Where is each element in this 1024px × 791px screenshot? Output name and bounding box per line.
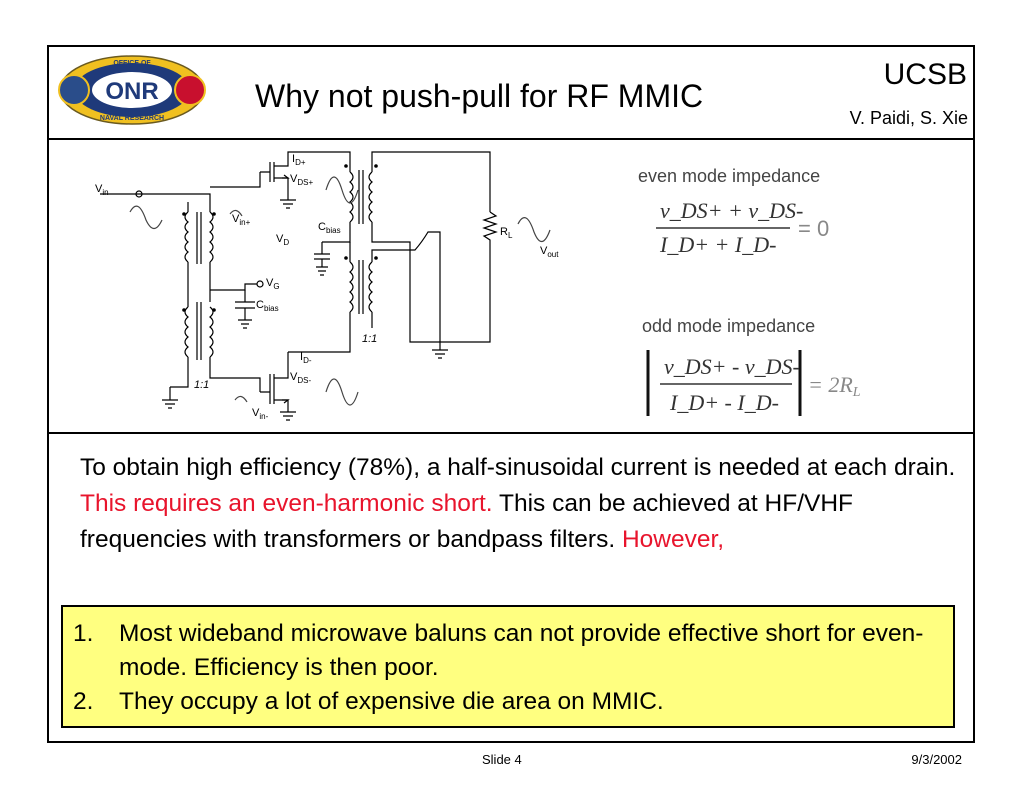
label-vd: VD: [276, 233, 289, 247]
highlight-even-harmonic: This requires an even-harmonic short.: [80, 490, 493, 517]
label-cbias-1: Cbias: [256, 299, 279, 313]
highlight-however: However,: [621, 526, 725, 553]
label-vg: VG: [266, 277, 280, 291]
slide-frame: [47, 45, 975, 743]
label-vds-plus: VDS+: [290, 173, 313, 187]
body-paragraph: To obtain high efficiency (78%), a half-…: [80, 454, 956, 553]
label-vin-plus: Vin+: [232, 213, 251, 227]
footer-date: 9/3/2002: [911, 752, 962, 767]
label-vout: Vout: [540, 245, 559, 259]
list-item: 2.They occupy a lot of expensive die are…: [73, 688, 664, 715]
figure-divider: [47, 432, 975, 434]
org-name: UCSB: [883, 58, 967, 91]
svg-text:OFFICE OF: OFFICE OF: [113, 60, 151, 67]
impedance-equations: even mode impedance v_DS+ + v_DS- I_D+ +…: [638, 166, 861, 416]
label-cbias-2: Cbias: [318, 221, 341, 235]
even-mode-heading: even mode impedance: [638, 166, 820, 186]
svg-text:ONR: ONR: [105, 78, 158, 105]
label-rl: RL: [500, 226, 513, 240]
slide-title: Why not push-pull for RF MMIC: [255, 78, 704, 114]
onr-logo: OFFICE OF ONR NAVAL RESEARCH: [58, 55, 206, 125]
label-ratio-top: 1:1: [362, 333, 377, 345]
odd-denominator: I_D+ - I_D-: [669, 390, 779, 415]
push-pull-circuit-diagram: Vin Vin+ Vin- VD VG Cbias Cbias ID+ VDS+…: [95, 151, 559, 421]
svg-text:NAVAL RESEARCH: NAVAL RESEARCH: [100, 115, 164, 122]
drawbacks-box: 1.Most wideband microwave baluns can not…: [61, 605, 955, 728]
title-divider: [47, 138, 975, 140]
label-id-plus: ID+: [292, 153, 306, 167]
label-ratio-bottom: 1:1: [194, 379, 209, 391]
label-id-minus: ID-: [300, 351, 312, 365]
even-denominator: I_D+ + I_D-: [659, 232, 776, 257]
odd-result: = 2RL: [808, 372, 861, 400]
even-numerator: v_DS+ + v_DS-: [660, 198, 803, 223]
even-result: = 0: [798, 216, 829, 241]
authors: V. Paidi, S. Xie: [849, 108, 968, 128]
drawbacks-list: 1.Most wideband microwave baluns can not…: [63, 607, 953, 719]
odd-mode-heading: odd mode impedance: [642, 316, 815, 336]
label-vin-minus: Vin-: [252, 407, 269, 421]
label-vin: Vin: [95, 183, 109, 197]
odd-numerator: v_DS+ - v_DS-: [664, 354, 800, 379]
list-item: 1.Most wideband microwave baluns can not…: [73, 620, 924, 681]
footer-slide-number: Slide 4: [482, 752, 522, 767]
label-vds-minus: VDS-: [290, 371, 311, 385]
